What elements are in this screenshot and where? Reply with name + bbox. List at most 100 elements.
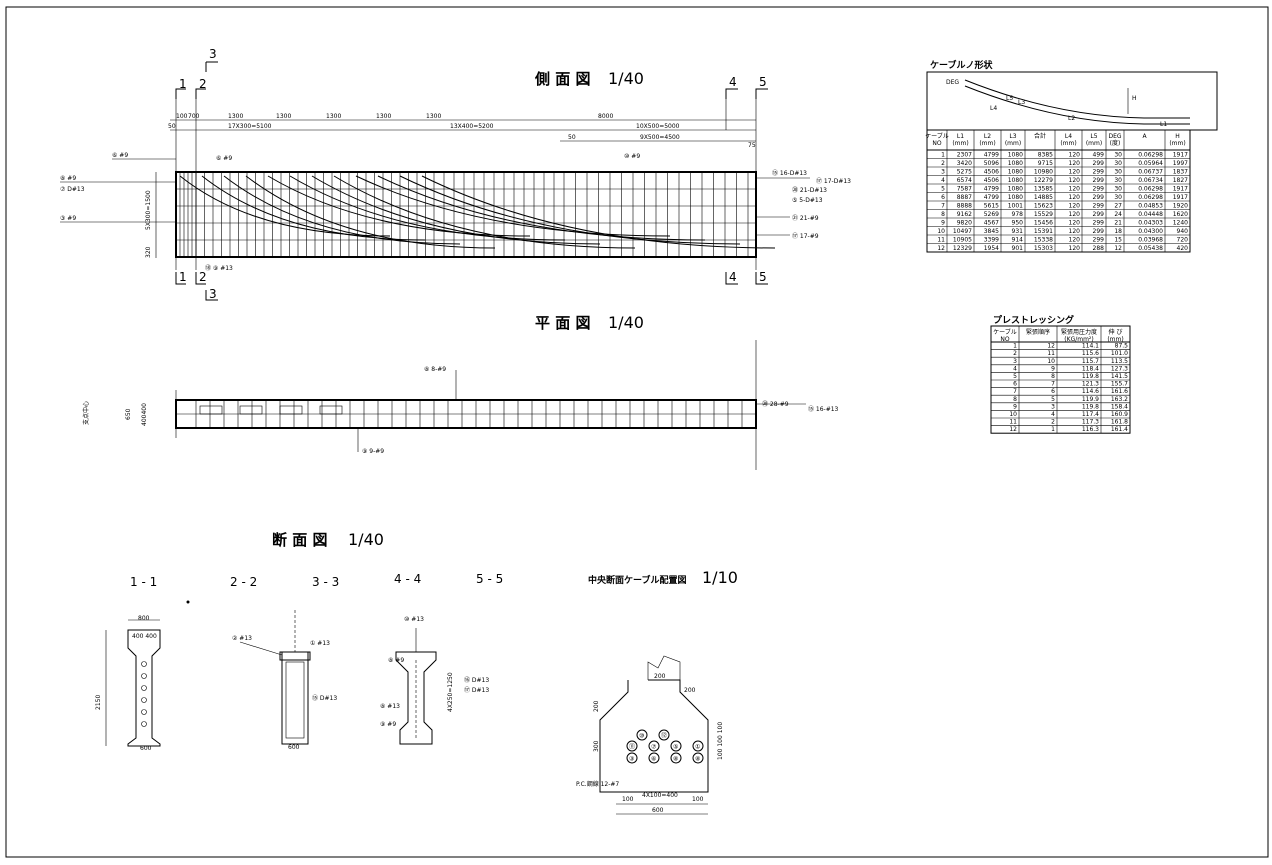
cable-section-scale: 1/10 [702,568,738,587]
cable-table-cell: 30 [1114,152,1122,159]
cable-line [355,175,671,237]
cable-dim-left2: 300 [593,740,600,752]
section-1-1: 800 400 400 2150 600 [95,615,161,752]
pc-cable-number: ⑥ [651,756,656,763]
cable-table-cell: 30 [1114,186,1122,193]
plan-dim-400: 400400 [141,403,148,426]
cable-table-cell: 931 [1012,228,1024,235]
cable-table-cell: 8385 [1038,152,1053,159]
section-mark-5-bottom: 5 [759,270,767,284]
cable-table-cell: 1080 [1008,152,1023,159]
prestress-table-cell: 161.8 [1111,419,1128,426]
prestress-table-cell: 119.8 [1082,403,1099,410]
cable-table-cell: 0.06734 [1138,177,1163,184]
cable-table-cell: 15303 [1034,245,1053,252]
cable-dim-top2: 200 [684,687,696,694]
pc-cable-circle [636,729,648,741]
cable-table-cell: 3845 [984,228,999,235]
duct-hole [141,661,147,667]
cable-table-cell: 30 [1114,169,1122,176]
sec22-dim-bottom: 600 [288,744,300,751]
rebar-label: ⑳ 21-D#13 [792,186,827,194]
side-rebar-top: ⑥ #9 ⑩ #9 [216,153,640,162]
cable-table-header: (mm) [979,140,995,147]
cable-table-cell: 720 [1177,237,1189,244]
cable-line [289,175,566,241]
sec44-dim: 4X250=1250 [447,672,454,712]
cable-table-header: (mm) [1086,140,1102,147]
cable-table-cell: 3399 [984,237,999,244]
cable-table-cell: 15623 [1034,203,1053,210]
cable-profiles [179,175,776,249]
plan-stirrups [195,400,743,428]
prestress-table-cell: 9 [1051,365,1055,372]
cable-table-header: (mm) [1169,140,1185,147]
pc-cable-number: ⑫ [661,732,667,740]
cable-table-cell: 2307 [957,152,972,159]
cable-table-header: (mm) [952,140,968,147]
prestress-table-cell: 4 [1013,365,1017,372]
prestress-table-cell: 121.3 [1082,381,1099,388]
pc-cable-number: ⑧ [673,756,678,763]
cable-table-cell: 5269 [984,211,999,218]
cable-table-header: ケーブル [925,132,949,140]
cable-line [421,175,776,249]
prestress-table-cell: 161.6 [1111,388,1128,395]
cable-table-cell: 1080 [1008,177,1023,184]
cable-table-cell: 0.05964 [1138,160,1163,167]
cable-table-cell: 21 [1114,220,1122,227]
section-view-title: 断 面 図 [272,531,327,549]
pc-cable-number: ⑦ [651,744,657,751]
prestress-table-cell: 117.4 [1082,411,1099,418]
cable-table-cell: 15 [1114,237,1122,244]
side-view-title: 側 面 図 [534,70,590,88]
prestress-table-cell: 1 [1051,426,1055,433]
cable-table-cell: 499 [1093,152,1105,159]
cable-table-cell: 4 [941,177,945,184]
sec11-dim-top: 800 [138,615,150,622]
cable-shape-diagram: DEG L5 L3 L4 L2 L1 H [926,71,1218,131]
pc-cable-circle [626,752,638,764]
section-label-4-4: 4 - 4 [394,572,421,586]
cable-table-cell: 4567 [984,220,999,227]
rebar-label: ⑥ #9 [112,152,128,159]
cable-table-cell: 0.06298 [1138,194,1163,201]
side-elevation-beam [175,171,776,258]
section-mark-4-top: 4 [729,75,737,89]
section-4-4: ⑩ #13 ⑧ #9 ⑯ D#13 ⑰ D#13 ⑧ #13 ⑨ #9 4X25… [380,616,489,745]
section-2-2: ② #13 ① #13 ⑮ D#13 600 [232,610,337,751]
cable-table-cell: 299 [1093,228,1105,235]
cable-table-cell: 0.04448 [1138,211,1163,218]
cable-dim-left1: 200 [593,700,600,712]
cable-table-cell: 4799 [984,186,999,193]
cable-table-cell: 0.06298 [1138,152,1163,159]
cable-table-cell: 14885 [1034,194,1053,201]
prestress-table-cell: 119.8 [1082,373,1099,380]
cable-table-cell: 11 [937,237,945,244]
dim-1300-d: 1300 [376,113,391,120]
cable-table-cell: 10905 [953,237,972,244]
pc-wire-label: P.C.鋼線 12-#7 [576,780,619,788]
cable-table-cell: 4799 [984,152,999,159]
prestress-table-header: (KG/mm²) [1064,336,1093,343]
prestress-table-header: (mm) [1107,336,1123,343]
cable-table-cell: 27 [1114,203,1122,210]
cable-dim-bot1: 100 [622,796,634,803]
pc-cable-circle [648,752,660,764]
prestress-table-cell: 117.3 [1082,419,1099,426]
plan-rebar-label: ⑧ 8-#9 [424,366,446,373]
cable-table-cell: 940 [1177,228,1189,235]
stray-dot [186,600,190,604]
cable-table-header: (度) [1110,139,1121,147]
cable-table-cell: 299 [1093,169,1105,176]
prestress-table-cell: 114.6 [1082,388,1099,395]
cable-table-cell: 0.03968 [1138,237,1163,244]
prestress-table-cell: 9 [1013,403,1017,410]
cable-table-header: (mm) [1005,140,1021,147]
prestress-table-cell: 163.2 [1111,396,1128,403]
prestress-table-cell: 12 [1009,426,1017,433]
cable-table-cell: 9 [941,220,945,227]
prestress-table-cell: 7 [1051,381,1055,388]
dim-50: 50 [168,123,176,130]
